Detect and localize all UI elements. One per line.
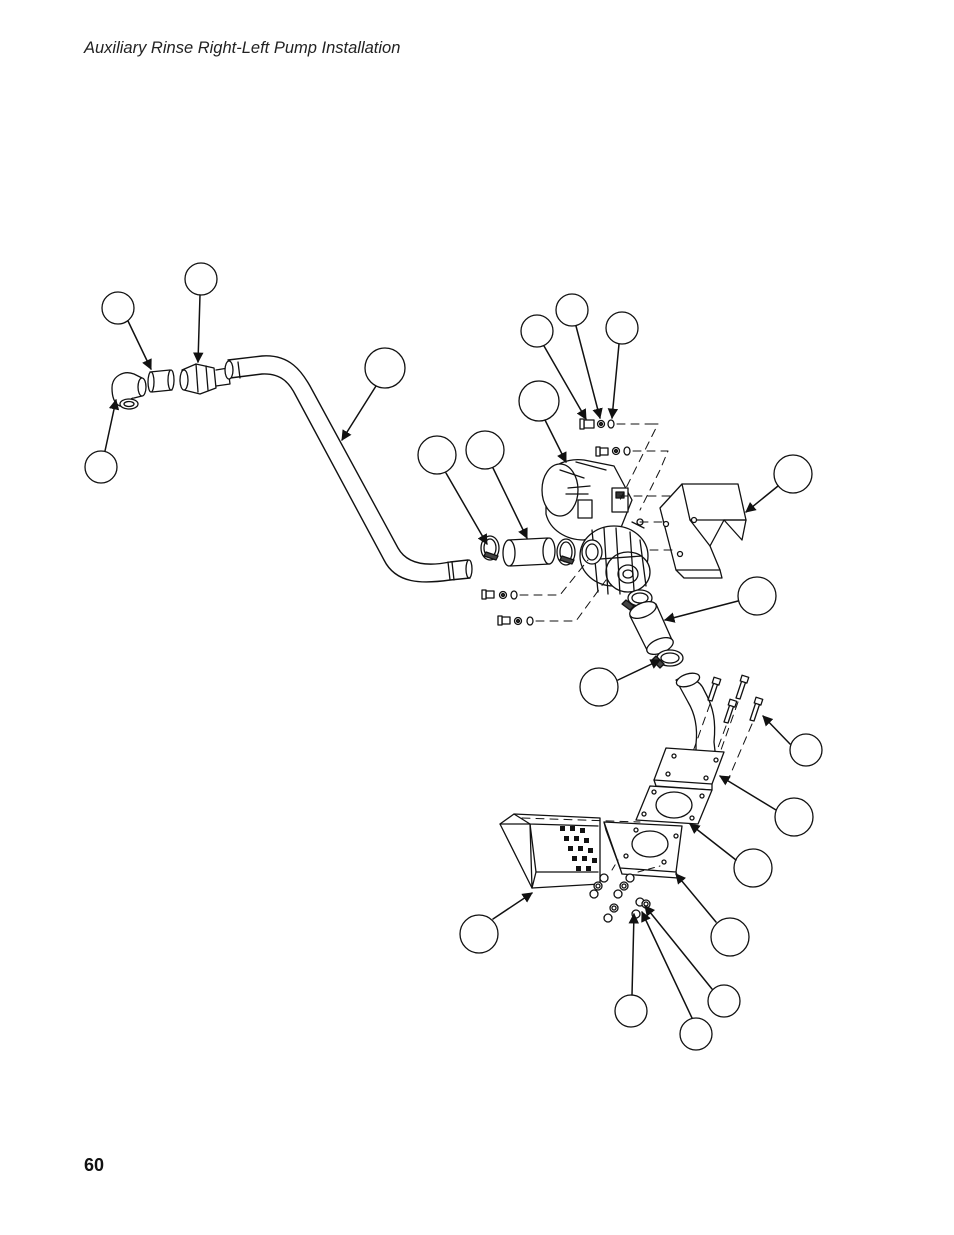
callout-leader: [690, 824, 736, 860]
callout-bubble: [85, 451, 117, 483]
callout-leader: [632, 914, 634, 995]
callout-bubble: [365, 348, 405, 388]
callout-leader: [105, 400, 116, 451]
callout-bubble: [738, 577, 776, 615]
page-number: 60: [84, 1155, 104, 1176]
callout-bubble: [185, 263, 217, 295]
callout-bubble: [774, 455, 812, 493]
callout-bubble: [418, 436, 456, 474]
callout-bubble: [556, 294, 588, 326]
callout-bubble: [708, 985, 740, 1017]
callout-leader: [446, 473, 487, 544]
callout-bubble: [711, 918, 749, 956]
callout-leaders: [105, 295, 790, 1018]
callout-leader: [493, 468, 527, 538]
callout-bubble: [519, 381, 559, 421]
flange-gasket: [636, 786, 712, 824]
callout-leader: [720, 776, 776, 810]
elbow-flange: [654, 748, 724, 790]
pump-motor: [542, 460, 650, 594]
callout-leader: [493, 893, 532, 919]
callout-leader: [665, 601, 738, 620]
pipe-union: [180, 364, 230, 394]
callout-leader: [612, 344, 619, 418]
callout-leader: [746, 486, 778, 512]
callout-leader: [642, 912, 692, 1018]
callout-leader: [618, 660, 660, 680]
callout-bubble: [734, 849, 772, 887]
callout-leader: [545, 420, 566, 462]
elbow-fitting: [112, 373, 146, 409]
callout-bubble: [606, 312, 638, 344]
callout-leader: [576, 326, 600, 418]
callout-bubble: [460, 915, 498, 953]
callout-bubble: [580, 668, 618, 706]
callout-bubble: [680, 1018, 712, 1050]
callout-bubble: [521, 315, 553, 347]
callout-bubble: [790, 734, 822, 766]
callout-bubble: [775, 798, 813, 836]
pipe-nipple: [148, 370, 174, 392]
hose-clamp-2: [557, 539, 575, 565]
callout-leader: [645, 906, 712, 989]
callout-leader: [342, 386, 376, 440]
callout-bubble: [102, 292, 134, 324]
discharge-elbow: [675, 671, 716, 762]
discharge-sleeve: [627, 598, 675, 657]
tank-plate: [604, 822, 682, 878]
callout-leader: [198, 295, 200, 362]
hose-sleeve: [503, 538, 555, 566]
callout-leader: [128, 321, 151, 369]
callout-bubble: [466, 431, 504, 469]
callout-bubble: [615, 995, 647, 1027]
callout-leader: [763, 716, 790, 744]
callout-leader: [676, 874, 716, 922]
